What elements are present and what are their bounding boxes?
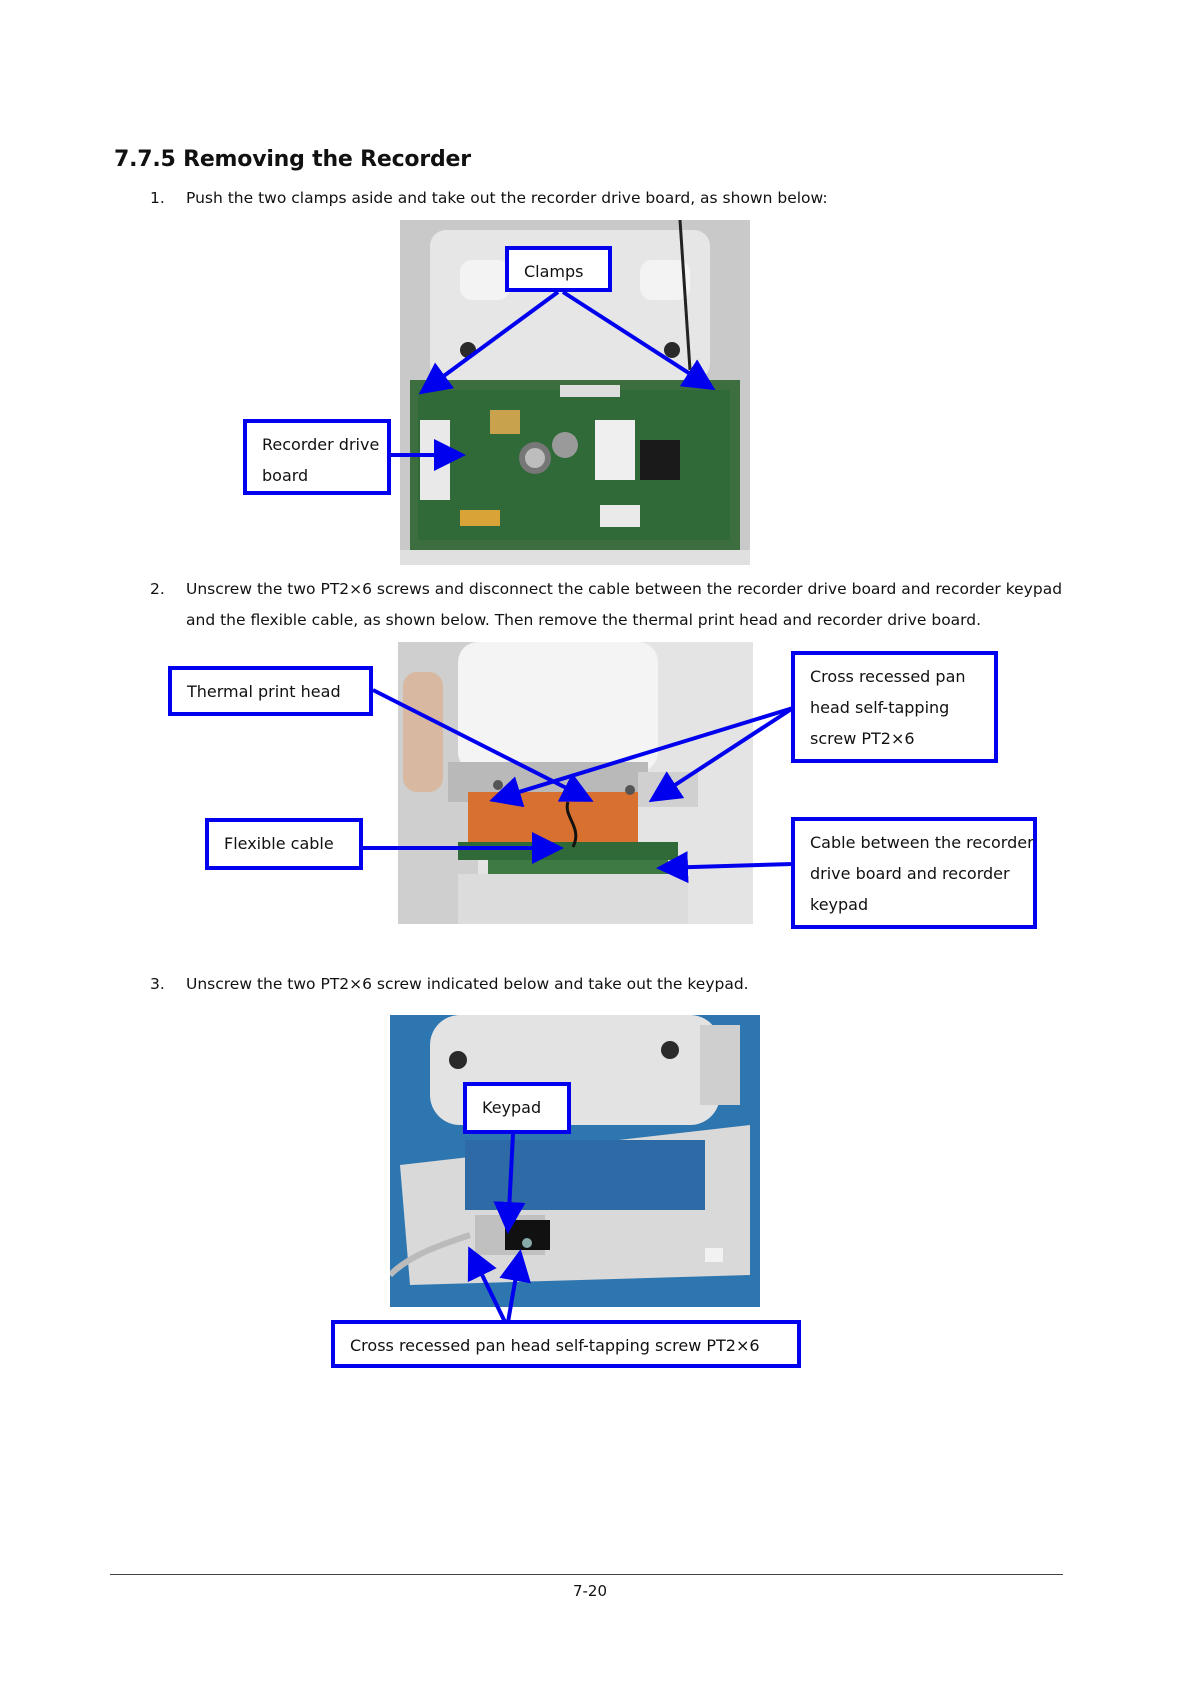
callout-label: head self-tapping — [810, 698, 950, 717]
figure-2-photo — [398, 642, 753, 924]
callout-cable-between: Cable between the recorder drive board a… — [791, 817, 1037, 929]
section-title: 7.7.5 Removing the Recorder — [114, 147, 471, 172]
callout-label: Cross recessed pan head self-tapping scr… — [350, 1336, 760, 1355]
callout-label: Cross recessed pan — [810, 667, 966, 686]
callout-flexible-cable: Flexible cable — [205, 818, 363, 870]
callout-label: board — [262, 466, 309, 485]
callout-keypad: Keypad — [463, 1082, 571, 1134]
callout-label: Thermal print head — [187, 682, 341, 701]
footer-rule — [110, 1574, 1063, 1575]
step-text: Unscrew the two PT2×6 screw indicated be… — [186, 969, 749, 1000]
callout-thermal-print-head: Thermal print head — [168, 666, 373, 716]
step-line: Unscrew the two PT2×6 screws and disconn… — [186, 580, 1063, 598]
step-2: 2. Unscrew the two PT2×6 screws and disc… — [150, 574, 1110, 636]
page-number: 7-20 — [572, 1582, 608, 1600]
step-number: 1. — [150, 189, 165, 207]
step-line: Push the two clamps aside and take out t… — [186, 189, 828, 207]
callout-clamps: Clamps — [505, 246, 612, 292]
callout-screw-pt2x6: Cross recessed pan head self-tapping scr… — [791, 651, 998, 763]
callout-keypad-screw: Cross recessed pan head self-tapping scr… — [331, 1320, 801, 1368]
callout-label: Clamps — [524, 262, 584, 281]
callout-label: Flexible cable — [224, 834, 334, 853]
step-number: 2. — [150, 580, 165, 598]
callout-label: Keypad — [482, 1098, 542, 1117]
callout-label: Recorder drive — [262, 435, 380, 454]
figure-3-photo — [390, 1015, 760, 1307]
callout-recorder-drive-board: Recorder drive board — [243, 419, 391, 495]
callout-label: keypad — [810, 895, 869, 914]
step-number: 3. — [150, 975, 165, 993]
step-text: Unscrew the two PT2×6 screws and disconn… — [186, 574, 1062, 636]
step-3: 3. Unscrew the two PT2×6 screw indicated… — [150, 969, 1050, 1000]
step-line: Unscrew the two PT2×6 screw indicated be… — [186, 975, 749, 993]
step-text: Push the two clamps aside and take out t… — [186, 183, 828, 214]
step-1: 1. Push the two clamps aside and take ou… — [150, 183, 1050, 214]
step-line: and the flexible cable, as shown below. … — [186, 611, 982, 629]
callout-label: drive board and recorder — [810, 864, 1010, 883]
callout-label: Cable between the recorder — [810, 833, 1034, 852]
callout-label: screw PT2×6 — [810, 729, 915, 748]
